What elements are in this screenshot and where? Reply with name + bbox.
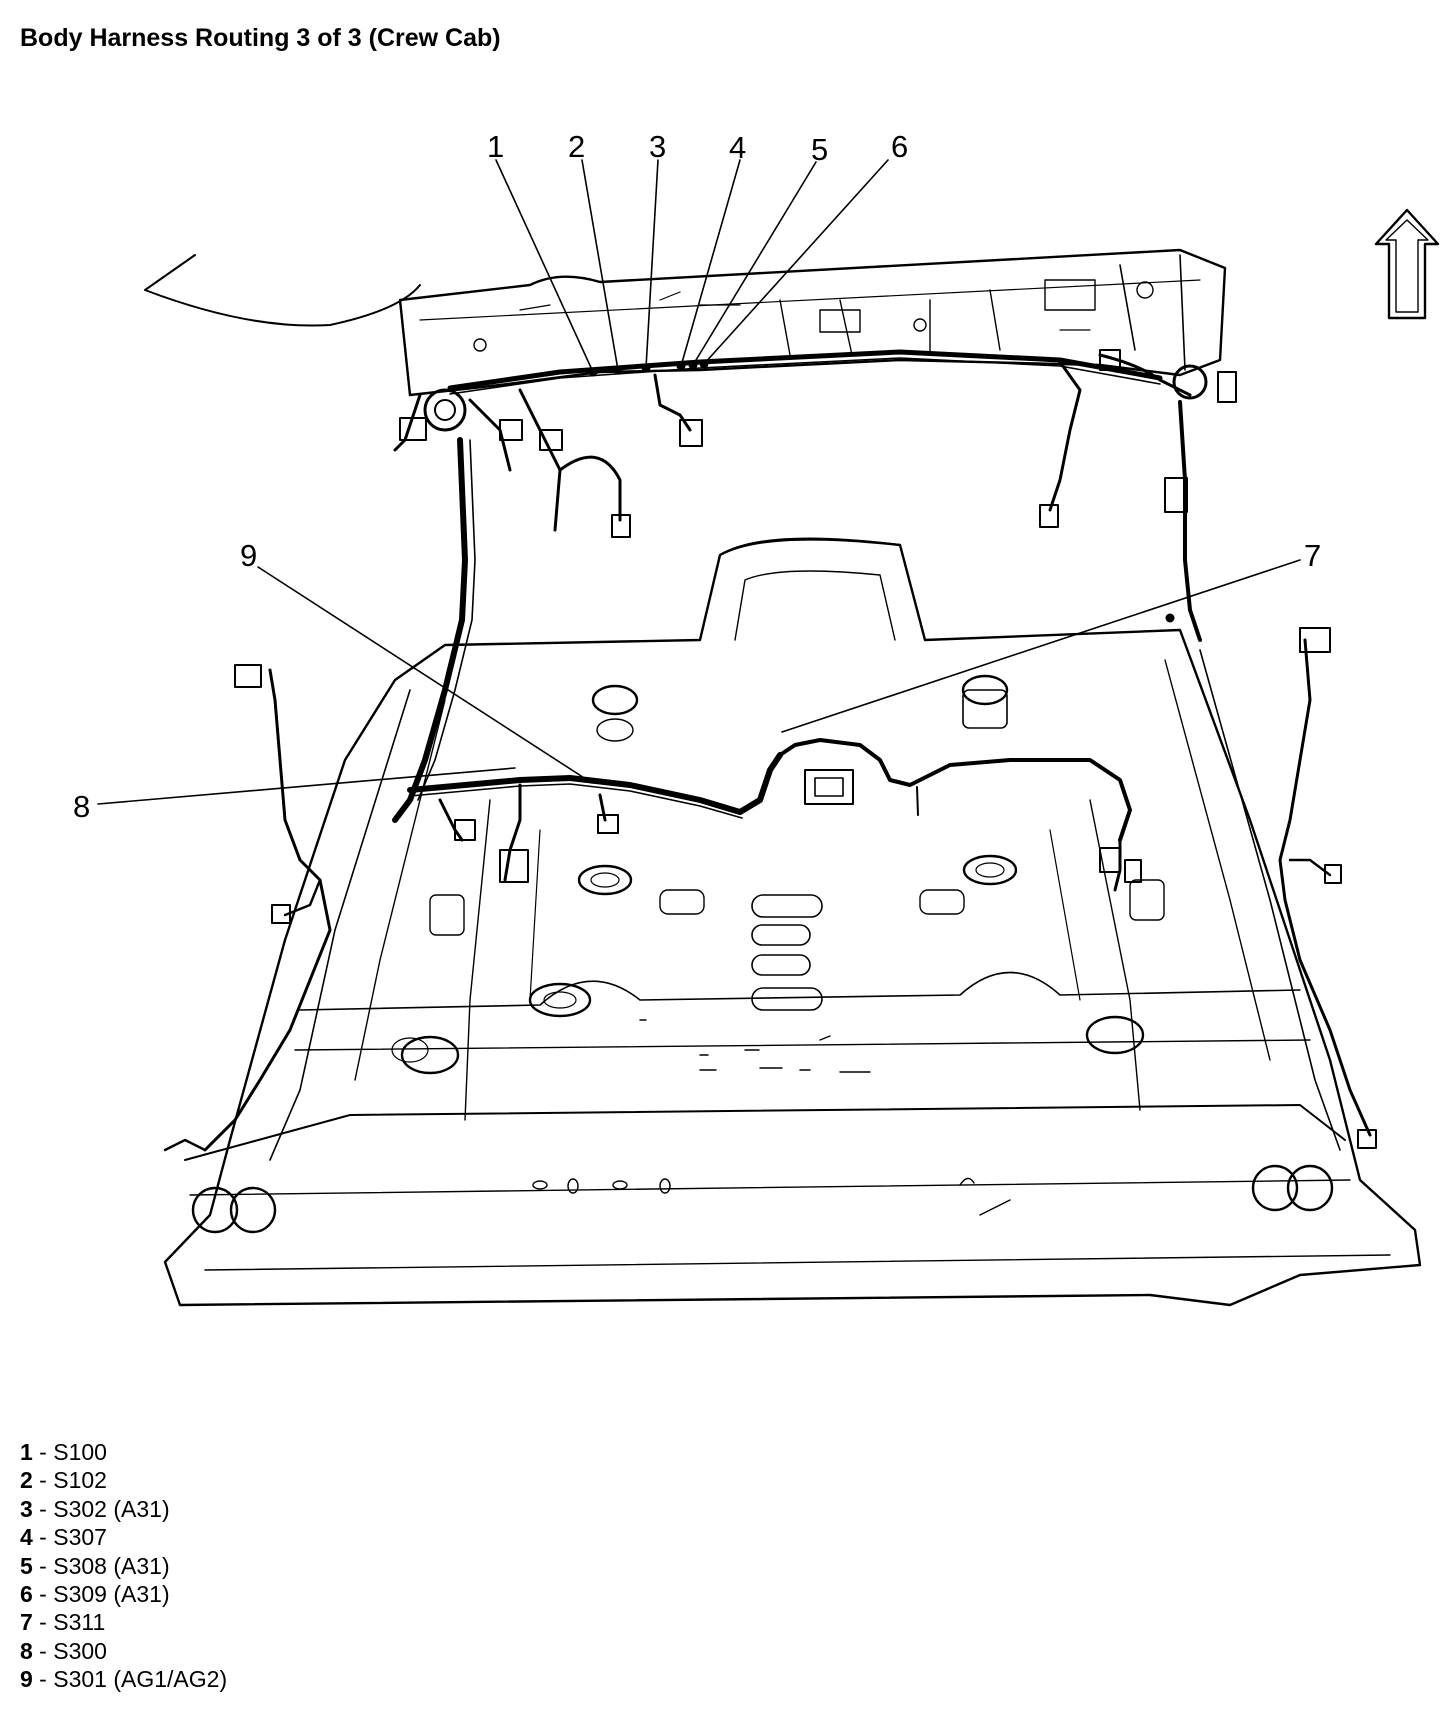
page-title: Body Harness Routing 3 of 3 (Crew Cab) [20, 24, 501, 52]
callout-4: 4 [729, 130, 746, 165]
callout-8: 8 [73, 789, 90, 824]
callout-1: 1 [487, 129, 504, 164]
callout-leaders [97, 159, 1301, 805]
wiring-harness [144, 254, 1377, 1152]
callout-9: 9 [240, 538, 257, 573]
callout-5: 5 [811, 132, 828, 167]
legend-item: 3 - S302 (A31) [20, 1495, 170, 1522]
callout-7: 7 [1304, 538, 1321, 573]
legend-item: 4 - S307 [20, 1524, 107, 1551]
legend-item: 5 - S308 (A31) [20, 1552, 170, 1579]
legend-item: 9 - S301 (AG1/AG2) [20, 1666, 228, 1693]
legend-item: 8 - S300 [20, 1637, 107, 1664]
floor-pan [163, 537, 1422, 1307]
up-arrow-icon [1374, 208, 1440, 320]
legend-item: 6 - S309 (A31) [20, 1581, 170, 1608]
callout-6: 6 [891, 129, 908, 164]
front-panel [398, 248, 1227, 397]
callout-legend: 1 - S100 2 - S102 3 - S302 (A31) 4 - S30… [20, 1438, 227, 1694]
legend-item: 2 - S102 [20, 1467, 107, 1494]
legend-item: 7 - S311 [20, 1609, 106, 1636]
legend-item: 1 - S100 [20, 1439, 107, 1465]
callout-3: 3 [649, 129, 666, 164]
callout-2: 2 [568, 129, 585, 164]
